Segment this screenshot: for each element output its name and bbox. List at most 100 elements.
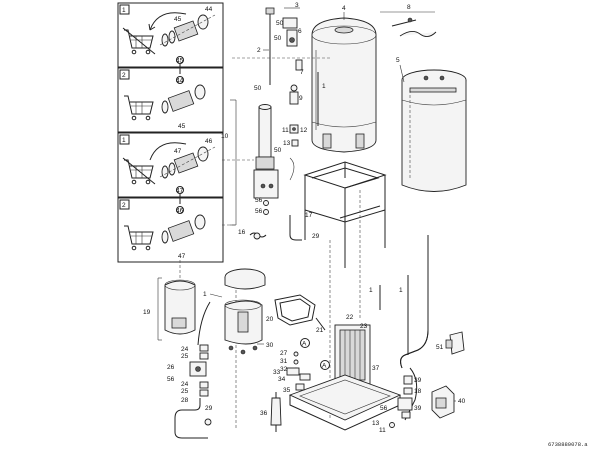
callout-3: 3	[295, 2, 299, 9]
fitting-51	[445, 331, 465, 355]
hose-assembly	[161, 214, 206, 244]
svg-text:2: 2	[122, 72, 126, 79]
step-box-2-top: 2 45	[117, 67, 224, 133]
insulation-jacket	[401, 69, 467, 192]
service-valve	[286, 367, 311, 391]
callout-25: 25	[181, 353, 189, 360]
callout-32: 32	[280, 366, 288, 373]
marker-A-2: A	[320, 360, 330, 370]
callout-18: 18	[414, 388, 422, 395]
callout-56: 56	[380, 405, 388, 412]
callout-47: 47	[174, 148, 182, 155]
callout-51: 51	[436, 344, 444, 351]
step-box-2-bottom: 2 47	[117, 197, 224, 263]
heating-element	[253, 104, 279, 199]
callout-20: 20	[266, 316, 274, 323]
callout-44: 44	[205, 6, 213, 13]
callout-37: 37	[372, 365, 380, 372]
hose-assembly	[161, 84, 206, 114]
heat-exchanger	[334, 324, 371, 386]
filter-drier	[270, 392, 282, 432]
callout-6: 6	[298, 28, 302, 35]
callout-1: 1	[203, 291, 207, 298]
callout-23: 23	[360, 323, 368, 330]
callout-7: 7	[300, 69, 304, 76]
callout-31: 31	[280, 358, 288, 365]
storage-tank	[311, 17, 377, 153]
callout-24: 24	[181, 381, 189, 388]
callout-2: 2	[257, 47, 261, 54]
expansion-valve	[189, 361, 207, 377]
base-tray	[288, 374, 402, 431]
document-id: 6738880078.a	[548, 441, 588, 448]
removal-arrow	[149, 12, 187, 31]
callout-29: 29	[312, 233, 320, 240]
callout-17: 17	[305, 212, 313, 219]
callout-45: 45	[178, 123, 186, 130]
step-flow-arrows: 45 44	[176, 56, 184, 85]
callout-26: 26	[167, 364, 175, 371]
sensor-bracket	[391, 17, 437, 37]
svg-text:44: 44	[176, 78, 184, 85]
callout-50: 50	[274, 35, 282, 42]
callout-19: 19	[143, 309, 151, 316]
callout-13: 13	[283, 140, 291, 147]
refrigerant-pipe	[174, 398, 208, 439]
svg-text:A: A	[322, 363, 327, 370]
svg-text:2: 2	[122, 202, 126, 209]
shopping-cart-icon	[122, 27, 156, 55]
callout-27: 27	[280, 350, 288, 357]
anode-rod	[265, 7, 275, 85]
insulation-shell	[164, 279, 196, 335]
callout-1: 1	[369, 287, 373, 294]
callout-50: 50	[254, 85, 262, 92]
svg-text:45: 45	[176, 58, 184, 65]
callout-11: 11	[282, 127, 289, 134]
callout-9: 9	[299, 95, 303, 102]
callout-33: 33	[273, 369, 281, 376]
callout-56: 56	[167, 376, 175, 383]
callout-13: 13	[372, 420, 380, 427]
valve-group-right	[397, 375, 413, 419]
callout-8: 8	[407, 4, 411, 11]
callout-24: 24	[181, 346, 189, 353]
support-frame	[303, 161, 387, 268]
marker-A: A	[300, 338, 310, 348]
callout-28: 28	[181, 397, 189, 404]
callout-1: 1	[399, 287, 403, 294]
shopping-cart-icon	[124, 95, 154, 121]
pipe-loop	[274, 294, 326, 331]
callout-39: 39	[414, 377, 422, 384]
callout-50: 50	[276, 20, 284, 27]
svg-text:46: 46	[176, 208, 184, 215]
hose-assembly	[161, 146, 209, 179]
sensor-coil	[249, 232, 267, 240]
callout-46: 46	[205, 138, 213, 145]
callout-40: 40	[458, 398, 466, 405]
shopping-cart-icon	[124, 225, 154, 251]
callout-21: 21	[316, 327, 324, 334]
callout-11: 11	[379, 427, 386, 434]
step-box-1-bottom: 1 46 47	[117, 132, 224, 198]
callout-4: 4	[342, 5, 346, 12]
callout-56: 56	[255, 197, 263, 204]
right-pipe-assembly	[379, 235, 429, 421]
fan-motor	[431, 385, 455, 419]
callout-36: 36	[260, 410, 268, 417]
svg-text:47: 47	[176, 188, 184, 195]
callout-12: 12	[300, 127, 308, 134]
svg-text:1: 1	[122, 7, 126, 14]
insulation-lid	[224, 268, 266, 290]
callout-10: 10	[221, 133, 229, 140]
callout-16: 16	[238, 229, 246, 236]
callout-30: 30	[266, 342, 274, 349]
callout-22: 22	[346, 314, 354, 321]
callout-50: 50	[274, 147, 282, 154]
callout-5: 5	[396, 57, 400, 64]
step-flow-arrows: 47 46	[176, 186, 184, 215]
callout-25: 25	[181, 388, 189, 395]
callout-29: 29	[205, 405, 213, 412]
valve-group	[289, 124, 299, 147]
callout-35: 35	[283, 387, 291, 394]
